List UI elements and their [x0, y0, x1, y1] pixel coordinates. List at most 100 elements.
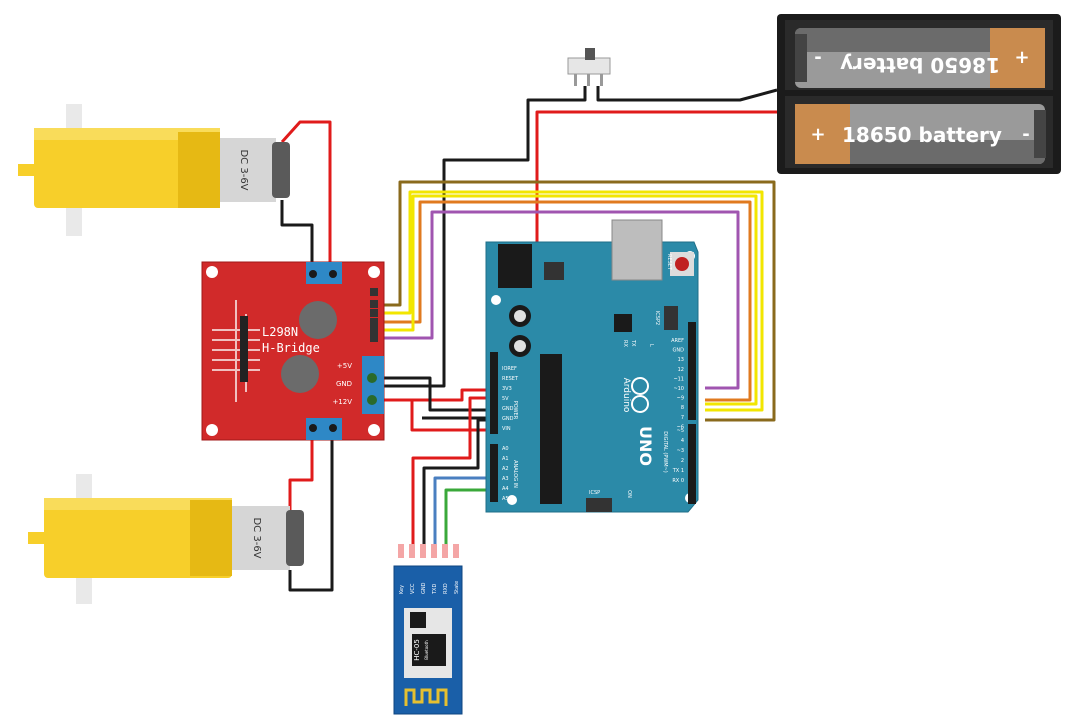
battery-top-label: 18650 battery: [840, 53, 1000, 77]
analog-pin-label: A4: [502, 486, 509, 492]
arduino-model: UNO: [636, 426, 655, 466]
rx-led-label: RX: [622, 340, 628, 347]
motor-bottom-label: DC 3-6V: [251, 517, 262, 558]
hc05-antenna: [404, 688, 448, 706]
digital-pin-label: 7: [681, 415, 684, 421]
wire-motor-bot-black: [288, 430, 334, 592]
digital-pin-label: 2: [681, 458, 684, 464]
digital-pin-label: RX 0: [672, 478, 684, 484]
battery-top-plus: +: [1014, 47, 1029, 68]
digital-pin-label: ~5: [677, 428, 684, 434]
motor-top-label: DC 3-6V: [238, 149, 249, 190]
hc05-pin-label: RXD: [443, 583, 449, 594]
icsp-header: [586, 498, 612, 512]
icsp2-label: ICSP2: [654, 311, 660, 325]
analog-pin-label: A0: [502, 446, 509, 452]
on-label: ON: [626, 490, 632, 498]
driver-header-pins: [370, 288, 378, 342]
digital-pin-label: AREF: [671, 338, 684, 344]
digital-label: DIGITAL (PWM~): [662, 431, 668, 473]
digital-pin-label: 4: [681, 438, 684, 444]
analog-pin-label: A5: [502, 496, 509, 502]
reset-label: RESET: [666, 254, 672, 271]
arduino-logo: [631, 377, 649, 413]
hc05-model: HC-05: [413, 639, 421, 661]
power-pin-label: RESET: [502, 376, 519, 382]
battery-top-minus: -: [814, 47, 821, 68]
digital-pin-label: ~10: [673, 386, 684, 392]
slide-switch: [567, 48, 611, 86]
battery-cell-bottom: 18650 battery + -: [795, 104, 1046, 164]
power-label: POWER: [512, 401, 518, 420]
hc05-pin-label: VCC: [410, 583, 416, 594]
driver-title-2: H-Bridge: [262, 341, 320, 355]
driver-title-1: L298N: [262, 325, 298, 339]
battery-cell-top: 18650 battery + -: [795, 28, 1045, 88]
digital-header-low: [688, 424, 696, 504]
tx-led-label: TX: [630, 339, 636, 347]
digital-pin-label: 8: [681, 405, 684, 411]
hc05-pin-label: Key: [399, 585, 405, 594]
power-pin-label: VIN: [502, 426, 511, 432]
wire-bt-gnd: [422, 418, 492, 550]
analog-pin-label: A1: [502, 456, 509, 462]
hc05-sub: Bluetooth: [424, 640, 429, 660]
hc05-pin-labels: Key VCC GND TXD RXD State: [399, 581, 460, 595]
wire-vin-arduino: [372, 398, 492, 432]
icsp2-header: [664, 306, 678, 330]
battery-bottom-minus: -: [1022, 124, 1029, 145]
wire-motor-top-black: [280, 200, 314, 268]
power-pin-label: GND: [502, 406, 514, 412]
arduino-uno: RESET ICSP2 ICSP TX RX L: [485, 219, 699, 513]
digital-pin-label: ~9: [677, 396, 684, 402]
wire-yellow-1: [378, 190, 764, 412]
digital-pin-label: GND: [673, 348, 685, 354]
wire-bt-vcc: [411, 396, 492, 550]
hc05-pins: [398, 544, 459, 558]
driver-pin-gnd: GND: [336, 380, 352, 388]
digital-pin-label: 13: [678, 357, 684, 363]
power-jack: [498, 244, 532, 288]
wire-gnd-arduino: [372, 376, 492, 412]
analog-pin-label: A3: [502, 476, 509, 482]
wire-motor-bot-red: [288, 430, 314, 510]
icsp-label: ICSP: [589, 490, 600, 496]
power-pin-labels: IOREF RESET 3V3 5V GND GND VIN: [502, 366, 519, 432]
power-pin-label: IOREF: [502, 366, 517, 372]
hc05-pin-label: TXD: [432, 584, 438, 595]
arduino-brand: Arduino: [621, 378, 631, 413]
analog-pin-label: A2: [502, 466, 509, 472]
hc05-pin-label: GND: [421, 582, 427, 594]
hc05-pin-label: State: [454, 581, 460, 594]
wire-switch-ground: [372, 86, 587, 388]
l298n-driver: L298N H-Bridge +5V GND +12V: [201, 261, 385, 441]
wire-battery-switch: [596, 86, 778, 102]
digital-pin-label: TX 1: [672, 468, 684, 474]
battery-bottom-label: 18650 battery: [842, 123, 1002, 147]
digital-pin-label: ~11: [673, 376, 684, 382]
motor-bottom: DC 3-6V: [28, 474, 304, 604]
battery-pack: 18650 battery + - 18650 battery + -: [777, 14, 1061, 174]
motor-top: DC 3-6V: [18, 104, 290, 236]
digital-header-high: [688, 322, 696, 420]
wire-motor-top-red: [280, 120, 332, 268]
analog-header: [490, 444, 498, 502]
wire-purple: [378, 210, 740, 390]
driver-pin-12v: +12V: [332, 398, 352, 406]
power-pin-label: 3V3: [502, 386, 512, 392]
power-pin-label: GND: [502, 416, 514, 422]
power-pin-label: 5V: [502, 396, 509, 402]
digital-pin-label: 12: [678, 367, 684, 373]
l-led-label: L: [648, 344, 654, 347]
battery-bottom-plus: +: [810, 124, 825, 145]
analog-label: ANALOG IN: [512, 460, 518, 488]
digital-pin-label: ~6: [677, 424, 684, 430]
driver-terminal-bottom: [306, 418, 342, 440]
driver-terminal-top: [306, 262, 342, 284]
atmega-chip: [540, 354, 562, 504]
usb-port: [611, 219, 663, 281]
wire-brown: [378, 180, 776, 422]
